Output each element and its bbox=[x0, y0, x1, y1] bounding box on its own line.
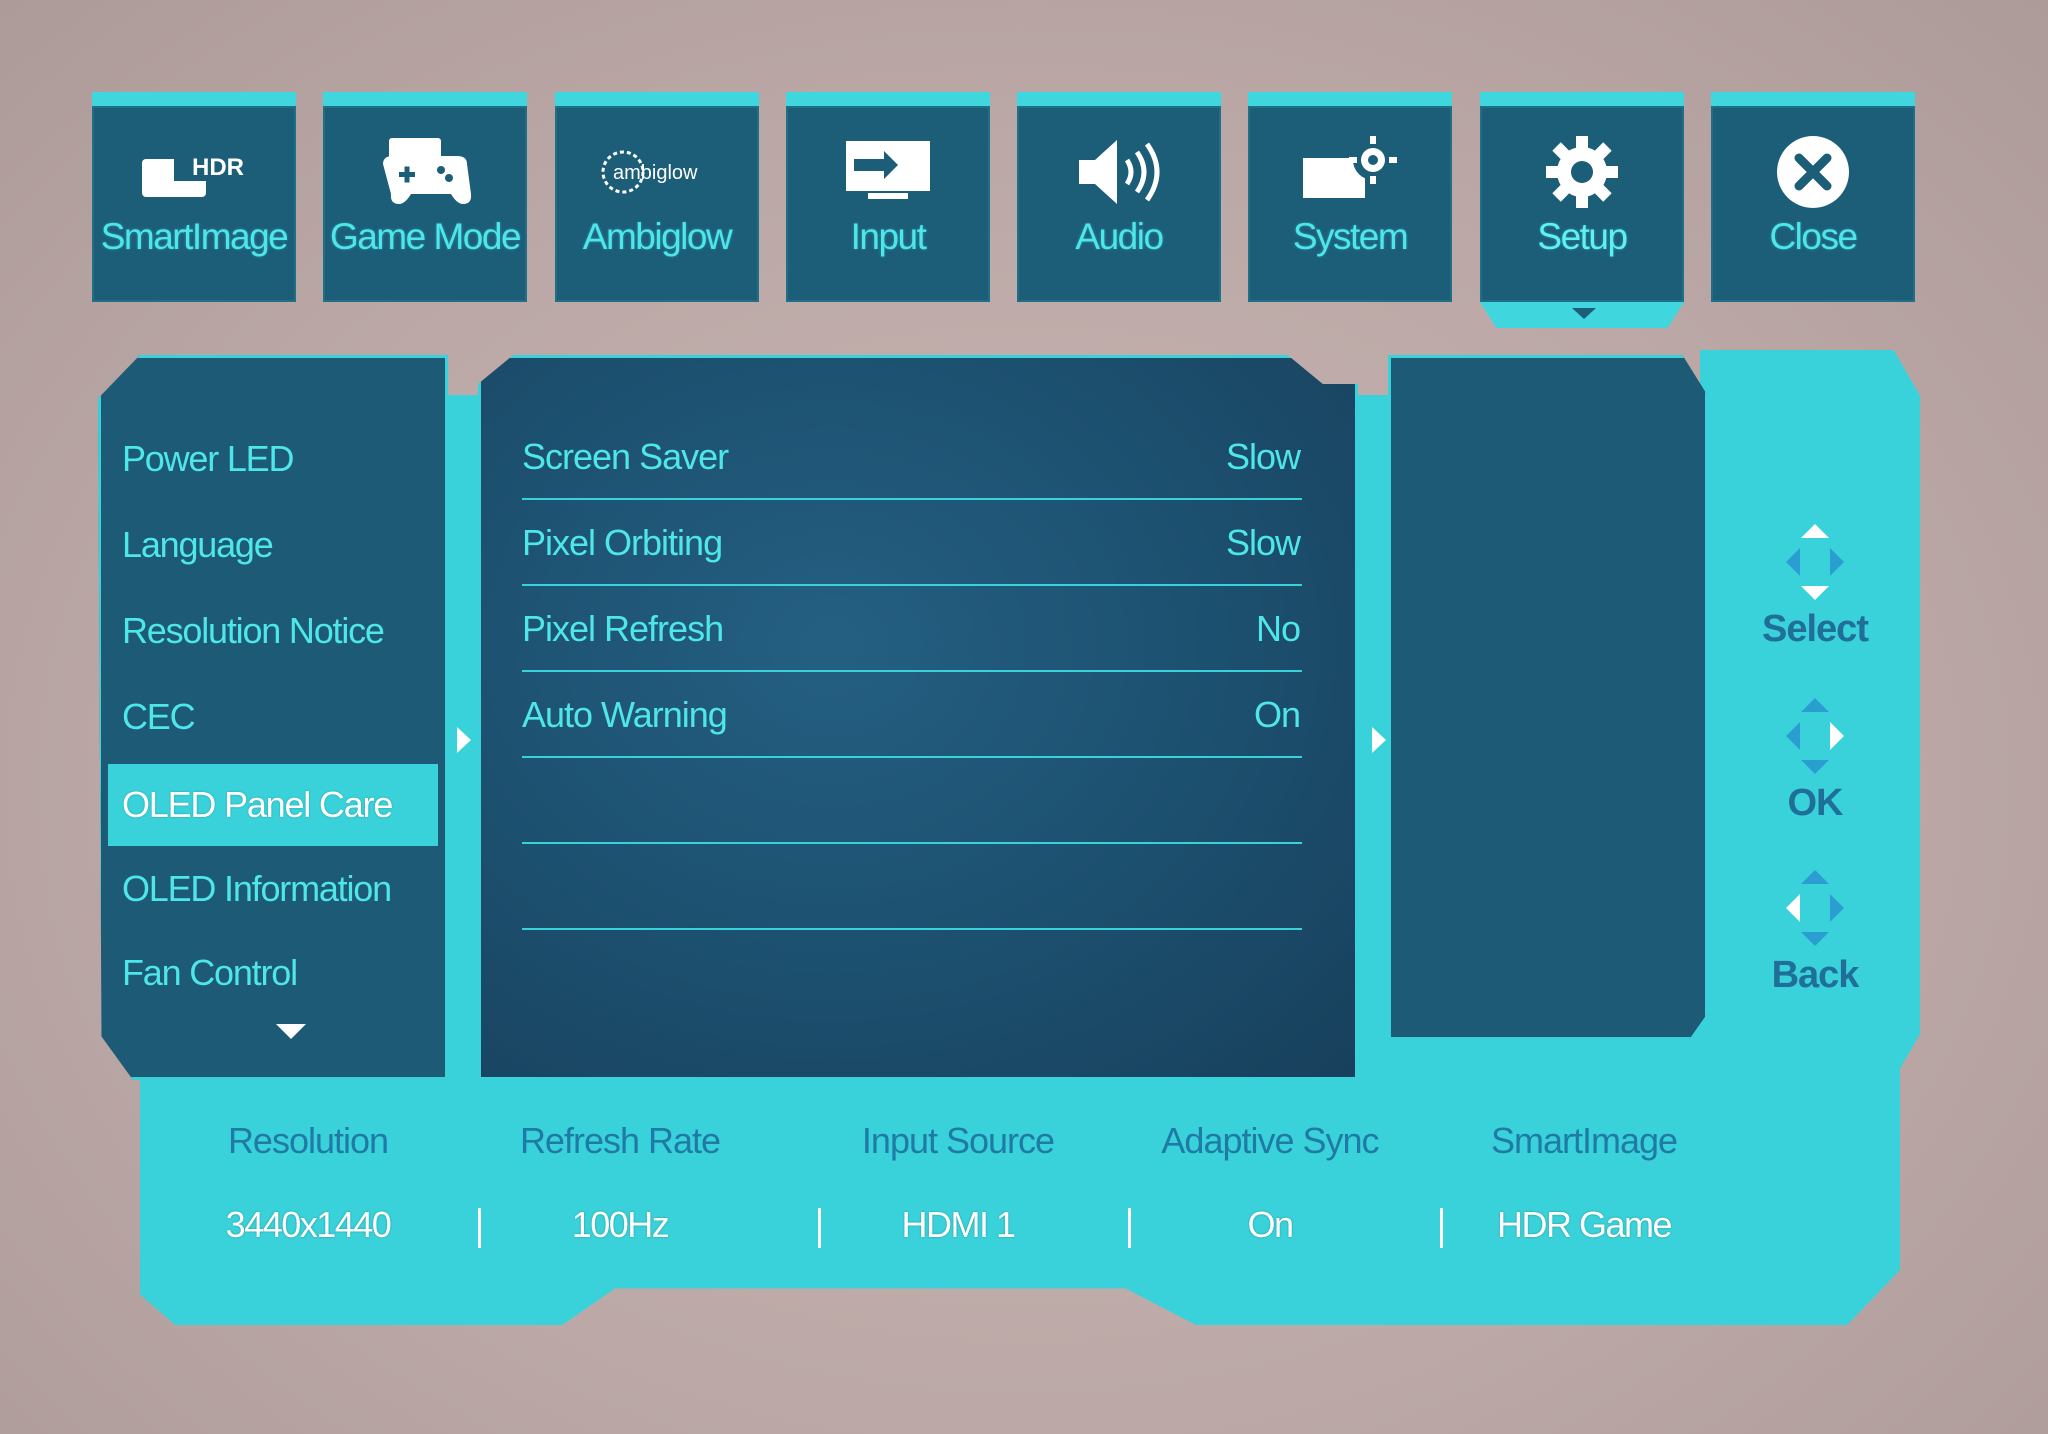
tab-label: Game Mode bbox=[329, 216, 522, 257]
setting-row-pixel-refresh[interactable]: Pixel Refresh No bbox=[522, 588, 1302, 672]
gear-icon bbox=[1522, 132, 1642, 212]
tab-label: System bbox=[1292, 216, 1409, 257]
setting-value: Slow bbox=[1225, 522, 1301, 563]
setting-label: Auto Warning bbox=[522, 694, 728, 735]
status-divider bbox=[818, 1208, 821, 1248]
status-value: 100Hz bbox=[571, 1204, 670, 1245]
key-select: Select bbox=[1760, 520, 1870, 651]
ambiglow-icon: ambiglow bbox=[597, 132, 717, 212]
key-label: OK bbox=[1787, 782, 1844, 824]
dpad-ok-icon bbox=[1786, 698, 1844, 774]
status-divider bbox=[1440, 1208, 1443, 1248]
status-value: HDR Game bbox=[1496, 1204, 1673, 1245]
tab-system[interactable]: System bbox=[1248, 92, 1452, 302]
input-icon bbox=[828, 132, 948, 212]
status-label: Resolution bbox=[227, 1120, 389, 1161]
tab-ambiglow[interactable]: ambiglow Ambiglow bbox=[555, 92, 759, 302]
status-adaptive-sync: Adaptive Sync On bbox=[1120, 1120, 1420, 1246]
tab-input[interactable]: Input bbox=[786, 92, 990, 302]
tab-smartimage[interactable]: HDR SmartImage bbox=[92, 92, 296, 302]
setting-row-empty bbox=[522, 846, 1302, 930]
key-label: Back bbox=[1771, 954, 1860, 996]
tab-label: Setup bbox=[1537, 216, 1628, 257]
gamepad-icon bbox=[365, 132, 485, 212]
setting-row-pixel-orbiting[interactable]: Pixel Orbiting Slow bbox=[522, 502, 1302, 586]
tab-label: Close bbox=[1769, 216, 1858, 257]
status-resolution: Resolution 3440x1440 bbox=[158, 1120, 458, 1246]
menu-panel bbox=[98, 355, 448, 1080]
status-label: SmartImage bbox=[1490, 1120, 1678, 1161]
setting-label: Pixel Refresh bbox=[522, 608, 724, 649]
setting-value: Slow bbox=[1225, 436, 1301, 477]
key-guide-frame bbox=[1700, 350, 1920, 1110]
status-value: HDMI 1 bbox=[901, 1204, 1016, 1245]
tab-setup[interactable]: Setup bbox=[1480, 92, 1684, 302]
status-label: Refresh Rate bbox=[519, 1120, 721, 1161]
speaker-icon bbox=[1059, 132, 1179, 212]
tab-label: Input bbox=[850, 216, 927, 257]
menu-item-cec[interactable]: CEC bbox=[122, 696, 196, 737]
dpad-select-icon bbox=[1786, 524, 1844, 600]
status-label: Adaptive Sync bbox=[1161, 1120, 1379, 1161]
tab-label: SmartImage bbox=[100, 216, 289, 257]
dpad-back-icon bbox=[1786, 870, 1844, 946]
tab-label: Audio bbox=[1075, 216, 1164, 257]
scroll-down-icon[interactable] bbox=[276, 1024, 306, 1039]
tab-audio[interactable]: Audio bbox=[1017, 92, 1221, 302]
svg-text:HDR: HDR bbox=[192, 154, 244, 181]
menu-item-oled-information[interactable]: OLED Information bbox=[122, 868, 392, 909]
status-input-source: Input Source HDMI 1 bbox=[808, 1120, 1108, 1246]
setting-value: No bbox=[1255, 608, 1301, 649]
tab-label: Ambiglow bbox=[582, 216, 733, 257]
status-divider bbox=[478, 1208, 481, 1248]
active-tab-indicator bbox=[1480, 302, 1684, 328]
status-smartimage: SmartImage HDR Game bbox=[1434, 1120, 1734, 1246]
status-value: On bbox=[1247, 1204, 1294, 1245]
tab-game-mode[interactable]: Game Mode bbox=[323, 92, 527, 302]
setting-label: Pixel Orbiting bbox=[522, 522, 723, 563]
setting-row-auto-warning[interactable]: Auto Warning On bbox=[522, 674, 1302, 758]
settings-panel bbox=[478, 355, 1358, 1080]
system-icon bbox=[1290, 132, 1410, 212]
key-label: Select bbox=[1762, 608, 1869, 650]
status-divider bbox=[1128, 1208, 1131, 1248]
setting-label: Screen Saver bbox=[522, 436, 729, 477]
status-label: Input Source bbox=[861, 1120, 1055, 1161]
svg-text:ambiglow: ambiglow bbox=[613, 162, 698, 184]
setting-row-empty bbox=[522, 760, 1302, 844]
status-value: 3440x1440 bbox=[225, 1204, 392, 1245]
menu-item-fan-control[interactable]: Fan Control bbox=[122, 952, 298, 993]
status-refresh-rate: Refresh Rate 100Hz bbox=[470, 1120, 770, 1246]
detail-panel bbox=[1388, 355, 1708, 1040]
menu-item-resolution-notice[interactable]: Resolution Notice bbox=[122, 610, 385, 651]
setting-value: On bbox=[1253, 694, 1301, 735]
menu-item-power-led[interactable]: Power LED bbox=[122, 438, 294, 479]
setting-row-screen-saver[interactable]: Screen Saver Slow bbox=[522, 416, 1302, 500]
tab-close[interactable]: Close bbox=[1711, 92, 1915, 302]
menu-item-language[interactable]: Language bbox=[122, 524, 274, 565]
close-icon bbox=[1753, 132, 1873, 212]
hdr-smartimage-icon: HDR bbox=[134, 132, 254, 212]
key-back: Back bbox=[1760, 866, 1870, 997]
menu-item-oled-panel-care[interactable]: OLED Panel Care bbox=[108, 764, 438, 846]
key-ok: OK bbox=[1760, 694, 1870, 825]
